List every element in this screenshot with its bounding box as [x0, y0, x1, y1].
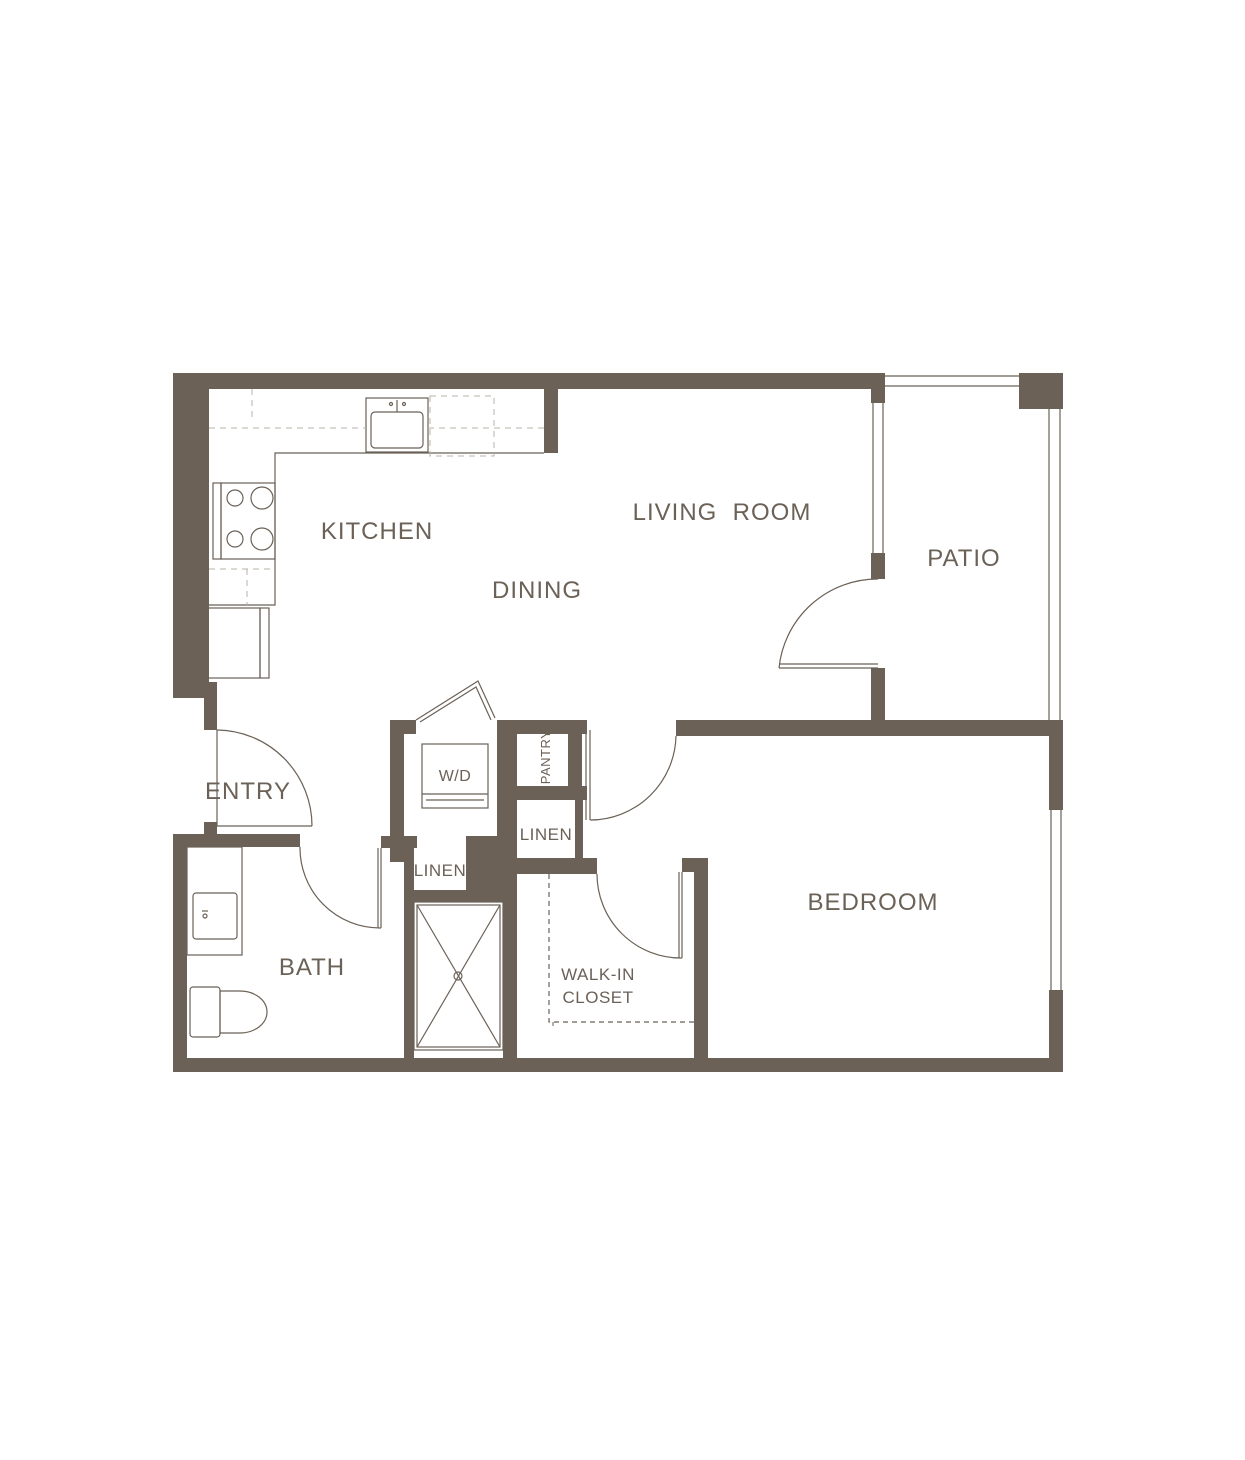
label-walkin-line1: WALK-IN: [561, 965, 635, 984]
label-wd: W/D: [439, 768, 472, 785]
label-bath: BATH: [279, 954, 345, 981]
kitchen-dashed: [209, 389, 544, 605]
label-entry: ENTRY: [205, 778, 291, 805]
shower: [413, 901, 504, 1051]
doors: [216, 578, 879, 959]
label-linen-upper: LINEN: [520, 825, 573, 844]
kitchen-counters: [199, 397, 544, 679]
windows: [872, 375, 1062, 990]
wd-door: [415, 680, 496, 721]
toilet-bowl: [219, 990, 268, 1034]
label-pantry: PANTRY: [538, 730, 553, 785]
walls: [173, 373, 1063, 1072]
label-living-room: LIVING ROOM: [633, 499, 812, 526]
dishwasher: [429, 395, 495, 457]
toilet-tank: [189, 986, 221, 1038]
label-walkin-line2: CLOSET: [562, 988, 633, 1007]
closet-rod: [548, 874, 694, 1023]
bath-fixtures: [186, 846, 504, 1051]
label-bedroom: BEDROOM: [807, 889, 938, 916]
label-patio: PATIO: [927, 545, 1000, 572]
vanity: [186, 846, 243, 956]
kitchen-sink: [365, 397, 429, 453]
sink: [192, 892, 238, 940]
label-dining: DINING: [492, 577, 582, 604]
shower-drain: [453, 971, 463, 981]
label-kitchen: KITCHEN: [321, 518, 433, 545]
label-linen-lower: LINEN: [414, 861, 467, 880]
washer-dryer: [421, 743, 489, 809]
cooktop: [220, 482, 276, 560]
